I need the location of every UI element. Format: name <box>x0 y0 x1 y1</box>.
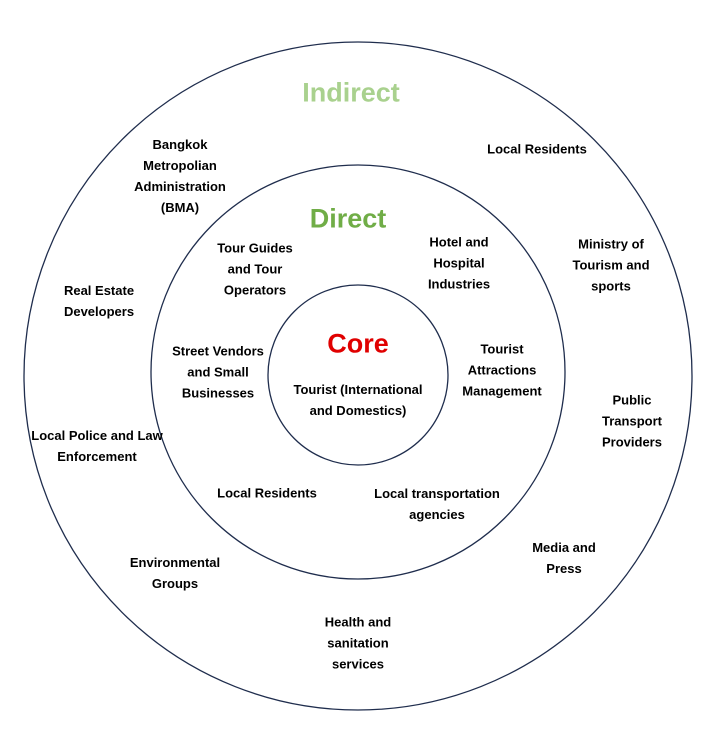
indirect-stakeholder-real-estate-developers: Real Estate Developers <box>63 283 135 319</box>
direct-stakeholder-tour-guides: Tour Guides and Tour Operators <box>217 240 293 298</box>
core-stakeholder-tourist: Tourist (International and Domestics) <box>293 382 423 418</box>
direct-ring <box>150 164 566 580</box>
core-ring <box>267 284 449 466</box>
core-ring-title: Core <box>327 328 389 359</box>
direct-stakeholder-local-transportation: Local transportation agencies <box>374 486 500 522</box>
indirect-stakeholder-health-and-sanitation: Health and sanitation services <box>324 614 392 672</box>
indirect-stakeholder-media-and-press: Media and Press <box>532 540 596 576</box>
direct-ring-title: Direct <box>309 203 387 234</box>
indirect-stakeholder-local-residents: Local Residents <box>487 141 587 157</box>
indirect-stakeholder-environmental-groups: Environmental Groups <box>129 555 221 591</box>
indirect-ring <box>23 41 693 711</box>
indirect-stakeholder-local-police: Local Police and Law Enforcement <box>31 428 163 464</box>
direct-stakeholder-street-vendors: Street Vendors and Small Businesses <box>172 343 264 401</box>
direct-stakeholder-local-residents: Local Residents <box>217 485 317 501</box>
direct-stakeholder-tourist-attractions: Tourist Attractions Management <box>462 341 542 399</box>
indirect-stakeholder-public-transport-providers: Public Transport Providers <box>602 392 662 450</box>
indirect-stakeholder-bma: Bangkok Metropolian Administration (BMA) <box>134 137 226 215</box>
indirect-stakeholder-ministry-of-tourism: Ministry of Tourism and sports <box>572 236 650 294</box>
indirect-ring-title: Indirect <box>302 77 400 108</box>
direct-stakeholder-hotel-and-hospital: Hotel and Hospital Industries <box>427 234 491 292</box>
